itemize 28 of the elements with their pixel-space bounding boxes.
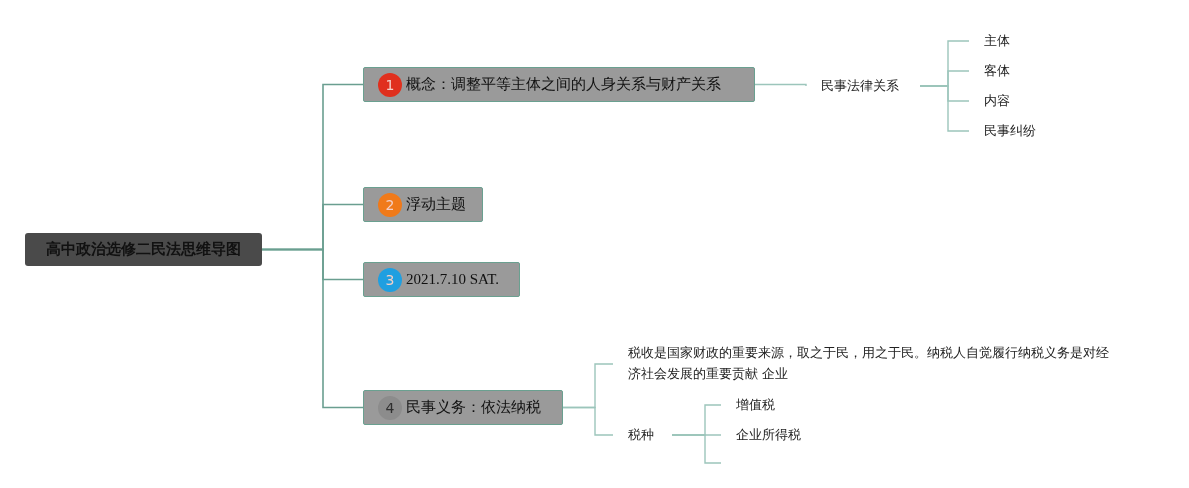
connector-line: [754, 83, 807, 87]
subtopic-text: 税收是国家财政的重要来源，取之于民，用之于民。纳税人自觉履行纳税义务是对经济社会发展的重要贡献 企业: [628, 344, 1110, 383]
subtopic-text: 税种: [628, 425, 654, 444]
subtopic-text: 客体: [984, 61, 1010, 80]
number-badge: 1: [378, 72, 402, 97]
branch-topic-box: [363, 262, 520, 297]
subtopic-text: 内容: [984, 91, 1010, 110]
number-badge: 4: [378, 395, 402, 420]
subtopic-text: 民事纠纷: [984, 121, 1036, 140]
topic-text: 浮动主题: [406, 195, 466, 214]
root-topic-box: [25, 233, 262, 266]
branch-topic-box: [363, 390, 563, 425]
connector-line: [261, 248, 364, 409]
subtopic-text: 主体: [984, 31, 1010, 50]
number-badge: 2: [378, 192, 402, 217]
subtopic-text: 企业所得税: [736, 425, 801, 444]
branch-topic-box: [363, 67, 755, 102]
connector-line: [919, 85, 970, 132]
topic-text: 概念：调整平等主体之间的人身关系与财产关系: [406, 75, 721, 94]
connector-line: [671, 434, 722, 464]
connector-line: [562, 406, 614, 436]
topic-text: 民事义务：依法纳税: [406, 398, 541, 417]
topic-text: 2021.7.10 SAT.: [406, 271, 500, 288]
subtopic-text: 民事法律关系: [821, 76, 899, 95]
topic-text: 高中政治选修二民法思维导图: [46, 240, 241, 259]
subtopic-text: 增值税: [736, 395, 775, 414]
number-badge: 3: [378, 267, 402, 292]
branch-topic-box: [363, 187, 483, 222]
